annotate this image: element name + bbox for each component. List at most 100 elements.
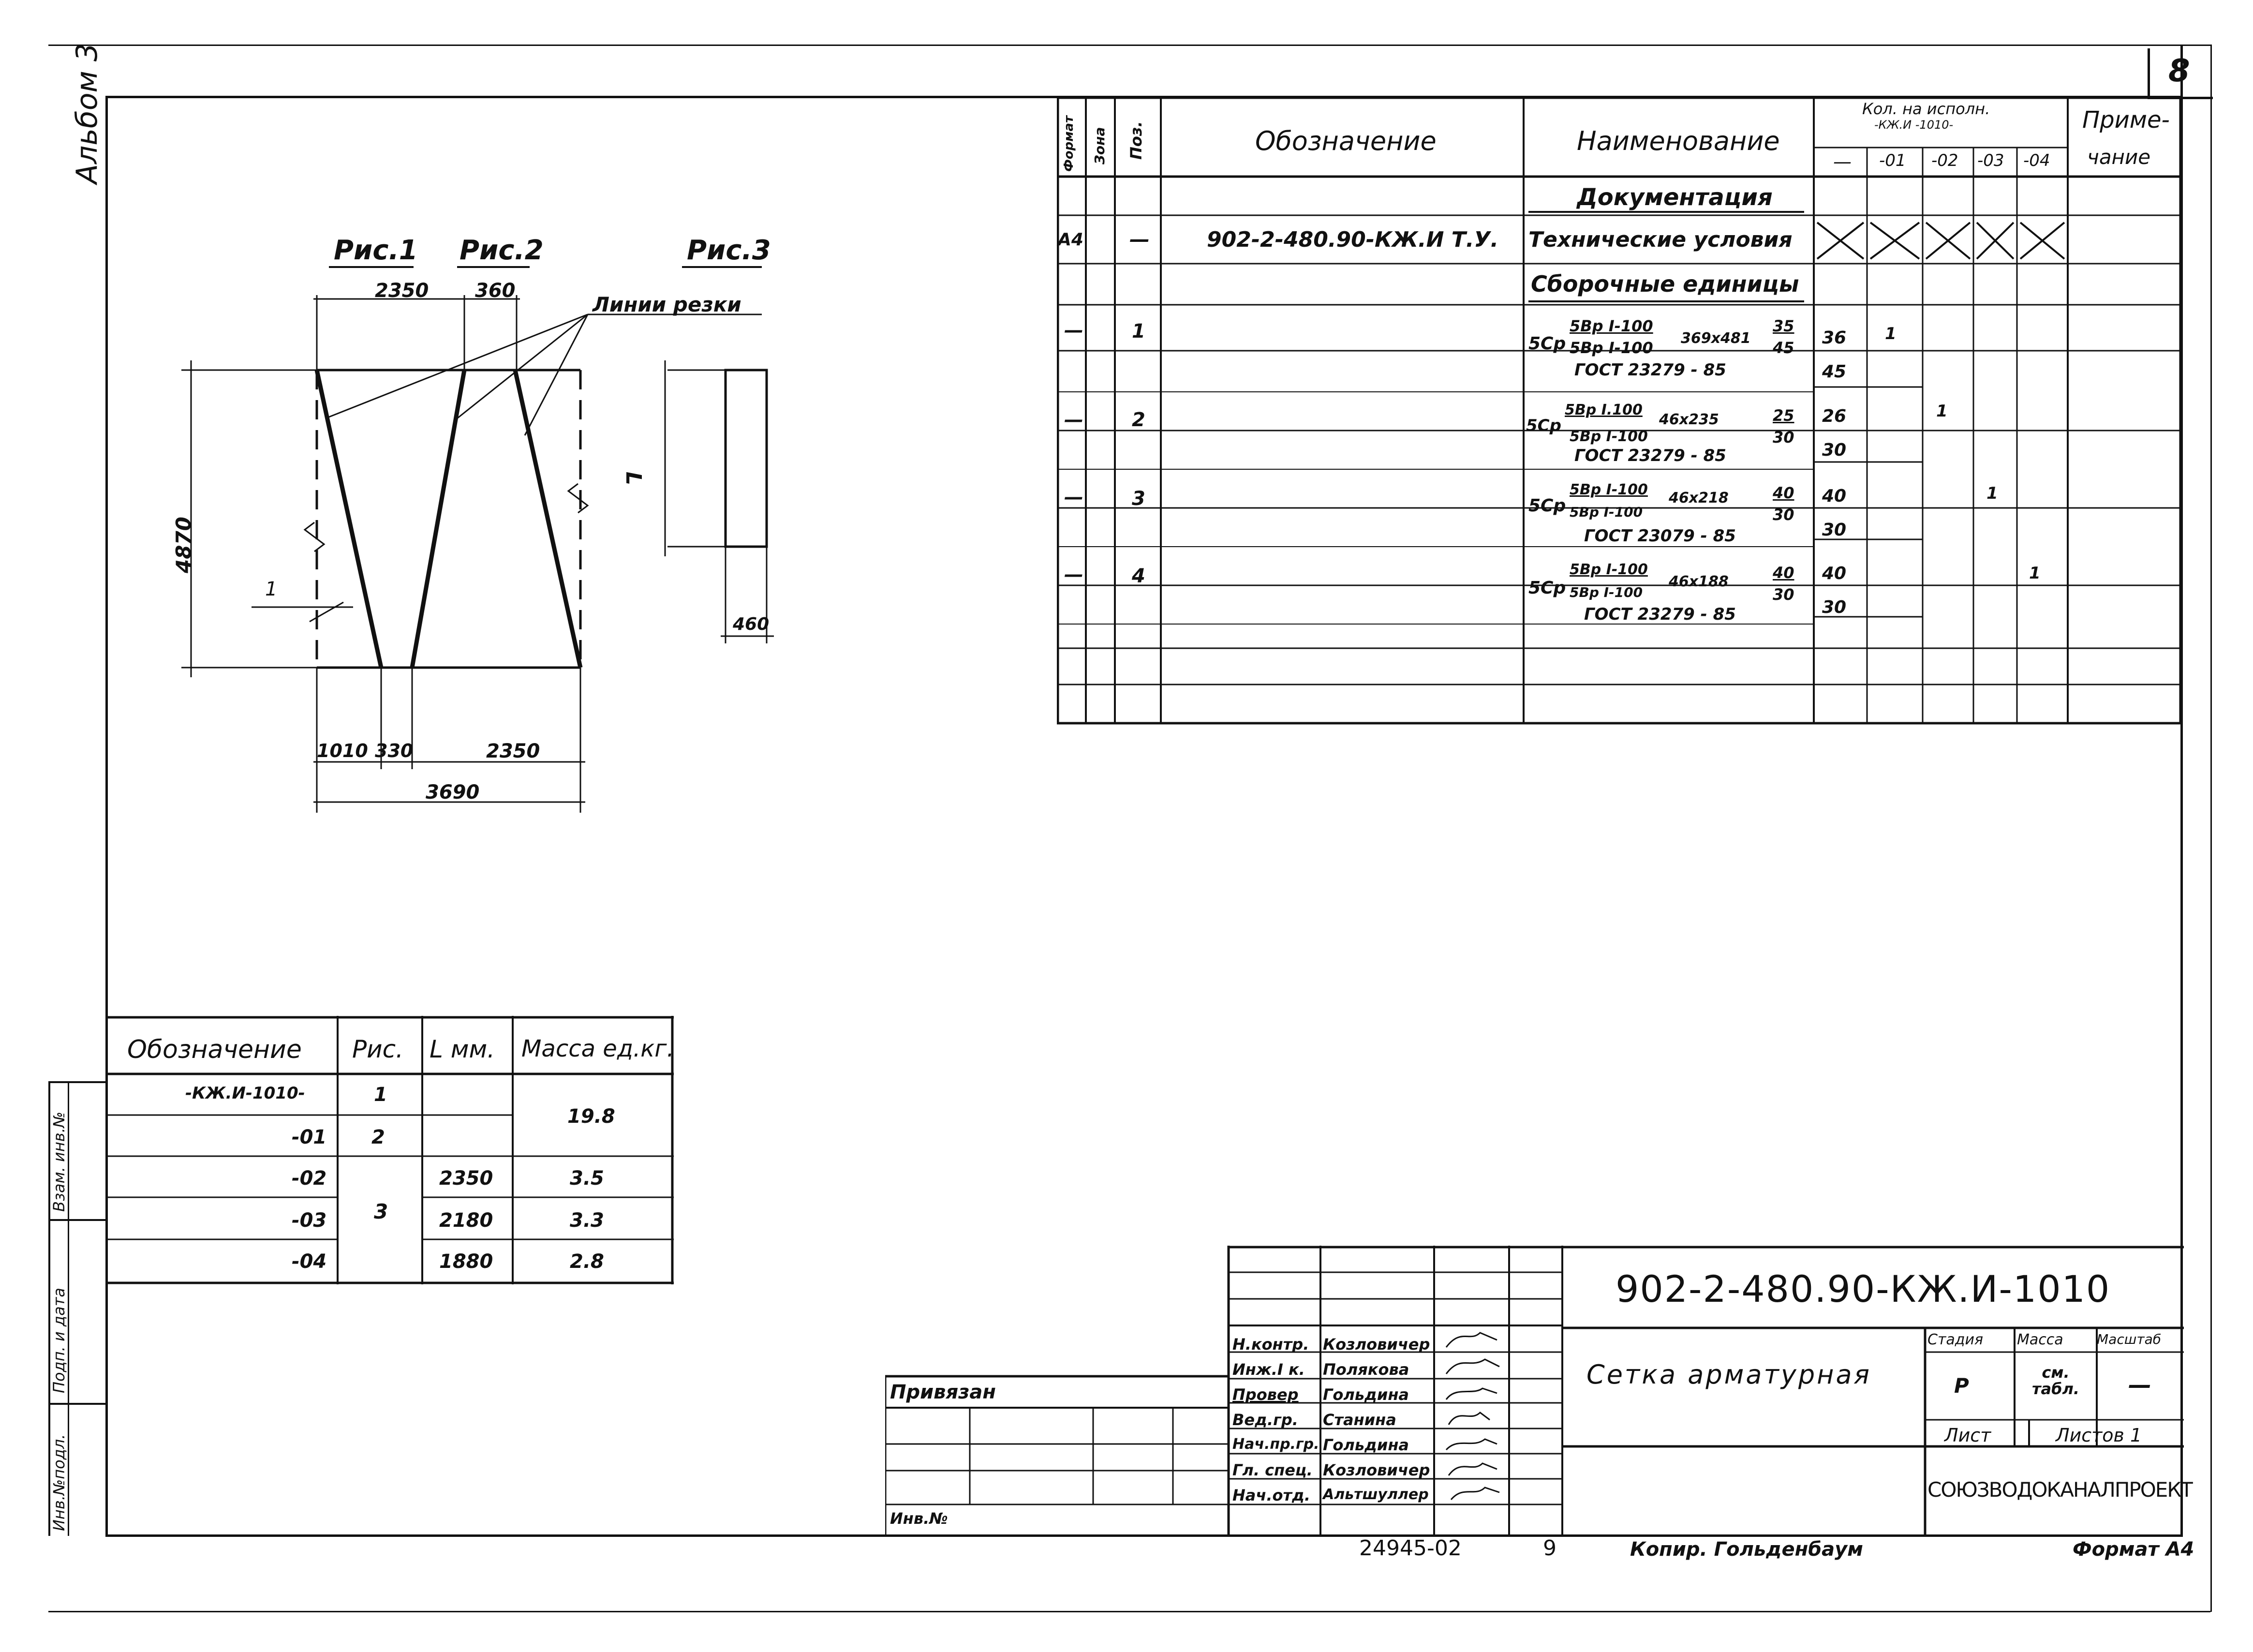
item3-fr-num: 40 (1773, 484, 1794, 502)
stamp-role-5: Нач.пр.гр. (1232, 1436, 1319, 1453)
stamp-name-2: Полякова (1323, 1360, 1409, 1379)
dim-top-left: 2350 (375, 280, 429, 302)
stamp-name-6: Козловичер (1323, 1461, 1430, 1479)
item1-mark: 1 (1885, 324, 1897, 343)
item2-prefix: 5Ср (1526, 416, 1561, 435)
stamp-name-3: Гольдина (1323, 1385, 1409, 1404)
stamp-role-7: Нач.отд. (1232, 1486, 1311, 1504)
footer-page: 9 (1543, 1536, 1556, 1561)
item3-pos: 3 (1132, 488, 1145, 510)
stamp-name-7: Альтшуллер (1323, 1486, 1429, 1503)
item1-size: 369х481 (1681, 330, 1751, 347)
bottom-page-line (48, 1611, 2210, 1612)
fig3-width: 460 (733, 614, 770, 634)
variant-row5-mass: 2.8 (570, 1250, 604, 1273)
figures-drawing (181, 266, 774, 813)
dim-height: 4870 (172, 517, 195, 573)
item4-q1: 40 (1822, 564, 1847, 583)
item3-format: — (1064, 486, 1083, 508)
hdr-zone: Зона (1092, 127, 1108, 164)
stamp-role-4: Вед.гр. (1232, 1411, 1298, 1429)
item2-mark: 1 (1936, 402, 1948, 421)
item3-size: 46х218 (1669, 490, 1729, 506)
stamp-role-1: Н.контр. (1232, 1335, 1309, 1354)
fig3-title: Рис.3 (687, 235, 771, 266)
variant-row4-mass: 3.3 (570, 1209, 604, 1232)
top-page-line (48, 45, 2210, 46)
hdr-note-1: Приме- (2082, 106, 2170, 134)
hdr-pos: Поз. (1127, 121, 1145, 160)
dim-bottom-1: 1010 (317, 740, 368, 761)
scale-label: Масштаб (2097, 1331, 2162, 1347)
variant-row5-designation: -04 (292, 1250, 327, 1273)
hdr-name: Наименование (1577, 126, 1780, 156)
item4-mark: 1 (2029, 564, 2041, 583)
variant-row4-length: 2180 (439, 1209, 493, 1232)
bound-label: Привязан (890, 1381, 996, 1403)
item4-pos: 4 (1132, 565, 1145, 587)
dim-bottom-2: 330 (375, 740, 414, 761)
dim-total: 3690 (426, 781, 480, 804)
document-title: Сетка арматурная (1586, 1359, 1872, 1390)
stamp-role-2: Инж.I к. (1232, 1360, 1305, 1379)
item2-gost: ГОСТ 23279 - 85 (1574, 446, 1726, 465)
marker-1: 1 (265, 578, 278, 600)
variant-row2-fig: 2 (371, 1126, 385, 1148)
item4-q2: 30 (1822, 597, 1847, 617)
variant-row3-mass: 3.5 (570, 1167, 604, 1190)
stage-value: Р (1954, 1374, 1969, 1398)
sheet-number-box: 8 (2148, 48, 2213, 99)
hdr-qty-col-0: — (1833, 151, 1852, 172)
section-units: Сборочные единицы (1531, 271, 1799, 297)
variant-hdr-length: L мм. (430, 1035, 495, 1063)
footer-format: Формат А4 (2073, 1538, 2194, 1561)
hdr-format: Формат (1062, 115, 1076, 172)
item3-prefix: 5Ср (1528, 496, 1566, 516)
variant-hdr-fig: Рис. (352, 1035, 404, 1063)
item4-fr-num: 40 (1773, 564, 1794, 582)
item3-gost: ГОСТ 23079 - 85 (1584, 526, 1736, 546)
variant-row4-designation: -03 (292, 1209, 327, 1232)
side-strip-div1 (48, 1219, 106, 1221)
side-strip-inner (68, 1081, 69, 1536)
side-strip-left (48, 1081, 50, 1536)
item4-fr-den: 30 (1773, 585, 1794, 604)
item3-num: 5Вр I-100 (1570, 481, 1648, 498)
stage-label: Стадия (1927, 1331, 1984, 1348)
item3-fr-den: 30 (1773, 506, 1794, 524)
variant-row5-length: 1880 (439, 1250, 493, 1273)
stamp-role-6: Гл. спец. (1232, 1461, 1313, 1479)
sheet-number: 8 (2168, 53, 2190, 89)
item4-num: 5Вр I-100 (1570, 561, 1648, 578)
dim-bottom-3: 2350 (486, 740, 540, 762)
stamp-name-5: Гольдина (1323, 1436, 1409, 1454)
footer-number: 24945-02 (1359, 1536, 1462, 1561)
item1-q1: 36 (1822, 328, 1847, 348)
side-strip-div2 (48, 1403, 106, 1405)
fig3-height-label: L (621, 472, 646, 486)
hdr-qty-group: Кол. на исполн. (1862, 100, 1990, 118)
sheets-label: Листов 1 (2056, 1425, 2142, 1446)
item2-num: 5Вр I.100 (1565, 402, 1643, 418)
item4-format: — (1064, 564, 1083, 586)
item2-fr-den: 30 (1773, 428, 1794, 446)
spec-table: Формат Зона Поз. Обозначение Наименовани… (1057, 97, 2181, 726)
mass-value: см. табл. (2031, 1363, 2080, 1398)
item4-prefix: 5Ср (1528, 578, 1566, 598)
item3-mark: 1 (1986, 484, 1998, 503)
hdr-qty-col-3: -03 (1977, 151, 2004, 170)
hdr-qty-sub: -КЖ.И -1010- (1874, 118, 1954, 132)
item3-q2: 30 (1822, 520, 1847, 540)
item2-pos: 2 (1132, 409, 1145, 431)
section-docs: Документация (1577, 184, 1773, 211)
variant-table: Обозначение Рис. L мм. Масса ед.кг. -КЖ.… (105, 1016, 676, 1287)
dim-top-mid: 360 (475, 280, 516, 302)
item1-q2: 45 (1822, 362, 1847, 382)
frame-left (105, 96, 108, 1536)
cut-lines-label: Линии резки (593, 293, 741, 316)
variant-row3-length: 2350 (439, 1167, 493, 1190)
doc-row-pos: — (1129, 227, 1150, 251)
scale-value: — (2128, 1371, 2151, 1399)
item1-fr-num: 35 (1773, 317, 1794, 335)
hdr-qty-col-1: -01 (1879, 151, 1906, 170)
